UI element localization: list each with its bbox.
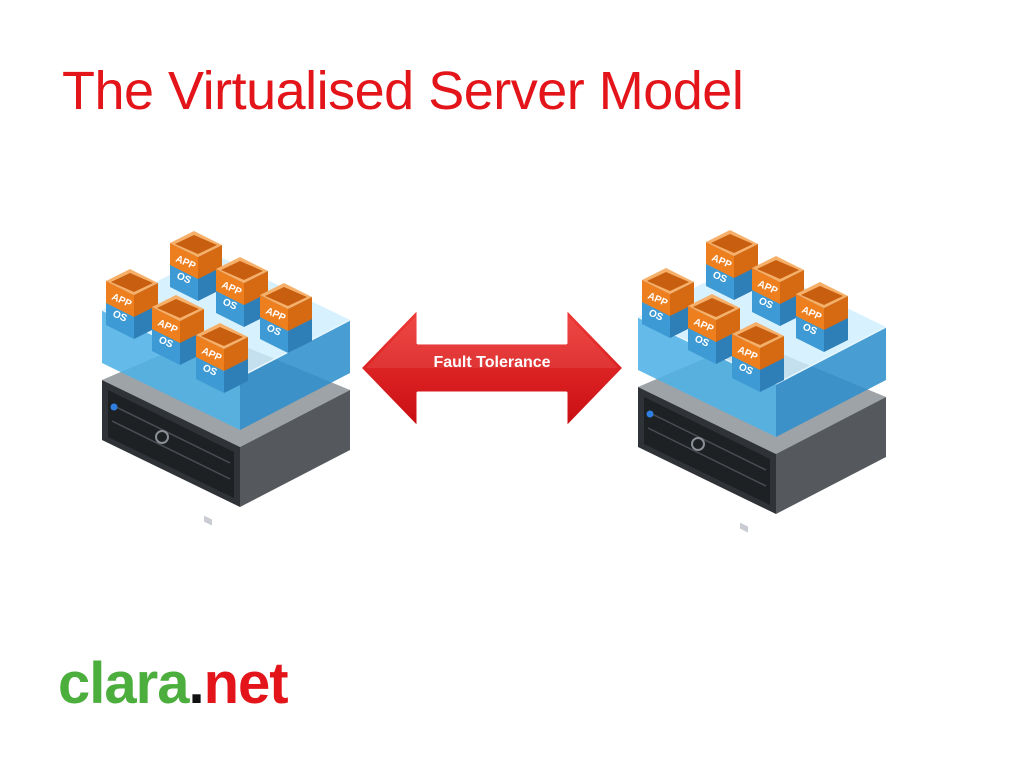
vm-icon: APP OS xyxy=(706,230,758,300)
fault-tolerance-label: Fault Tolerance xyxy=(433,354,551,371)
slide-title: The Virtualised Server Model xyxy=(62,61,744,121)
claranet-logo: clara.net xyxy=(58,655,289,713)
vm-grid: APP OS APP OS APP OS xyxy=(642,230,848,392)
svg-text:OS: OS xyxy=(201,363,219,379)
svg-text:OS: OS xyxy=(801,322,819,338)
vm-icon: APP OS xyxy=(170,231,222,301)
vm-icon: APP OS xyxy=(796,282,848,352)
logo-text-clara: clara xyxy=(58,651,189,716)
power-led-icon xyxy=(110,403,118,411)
vm-icon: APP OS xyxy=(752,256,804,326)
vm-icon: APP OS xyxy=(152,295,204,365)
fault-tolerance-arrow: Fault Tolerance xyxy=(356,305,628,431)
virtualised-server-left: APP OS APP OS APP OS xyxy=(92,215,362,526)
vm-grid: APP OS APP OS APP OS xyxy=(106,231,312,393)
svg-text:OS: OS xyxy=(265,323,283,339)
svg-text:OS: OS xyxy=(757,296,775,312)
vm-icon: APP OS xyxy=(732,322,784,392)
svg-text:OS: OS xyxy=(175,271,193,287)
server-left-illustration: APP OS APP OS APP OS xyxy=(101,231,351,526)
logo-text-net: net xyxy=(203,651,289,716)
svg-text:OS: OS xyxy=(711,270,729,286)
svg-text:OS: OS xyxy=(647,308,665,324)
svg-text:OS: OS xyxy=(221,297,239,313)
virtualised-server-right: APP OS APP OS APP OS xyxy=(628,222,898,533)
power-led-icon xyxy=(646,410,654,418)
svg-text:OS: OS xyxy=(111,309,129,325)
vm-icon: APP OS xyxy=(688,294,740,364)
svg-text:OS: OS xyxy=(157,335,175,351)
vm-icon: APP OS xyxy=(642,268,694,338)
double-arrow-icon xyxy=(358,306,626,430)
logo-text-dot: . xyxy=(188,651,204,716)
svg-text:OS: OS xyxy=(737,362,755,378)
vm-icon: APP OS xyxy=(260,283,312,353)
vm-icon: APP OS xyxy=(216,257,268,327)
vm-icon: APP OS xyxy=(106,269,158,339)
server-right-illustration: APP OS APP OS APP OS xyxy=(637,230,887,533)
svg-text:OS: OS xyxy=(693,334,711,350)
vm-icon: APP OS xyxy=(196,323,248,393)
